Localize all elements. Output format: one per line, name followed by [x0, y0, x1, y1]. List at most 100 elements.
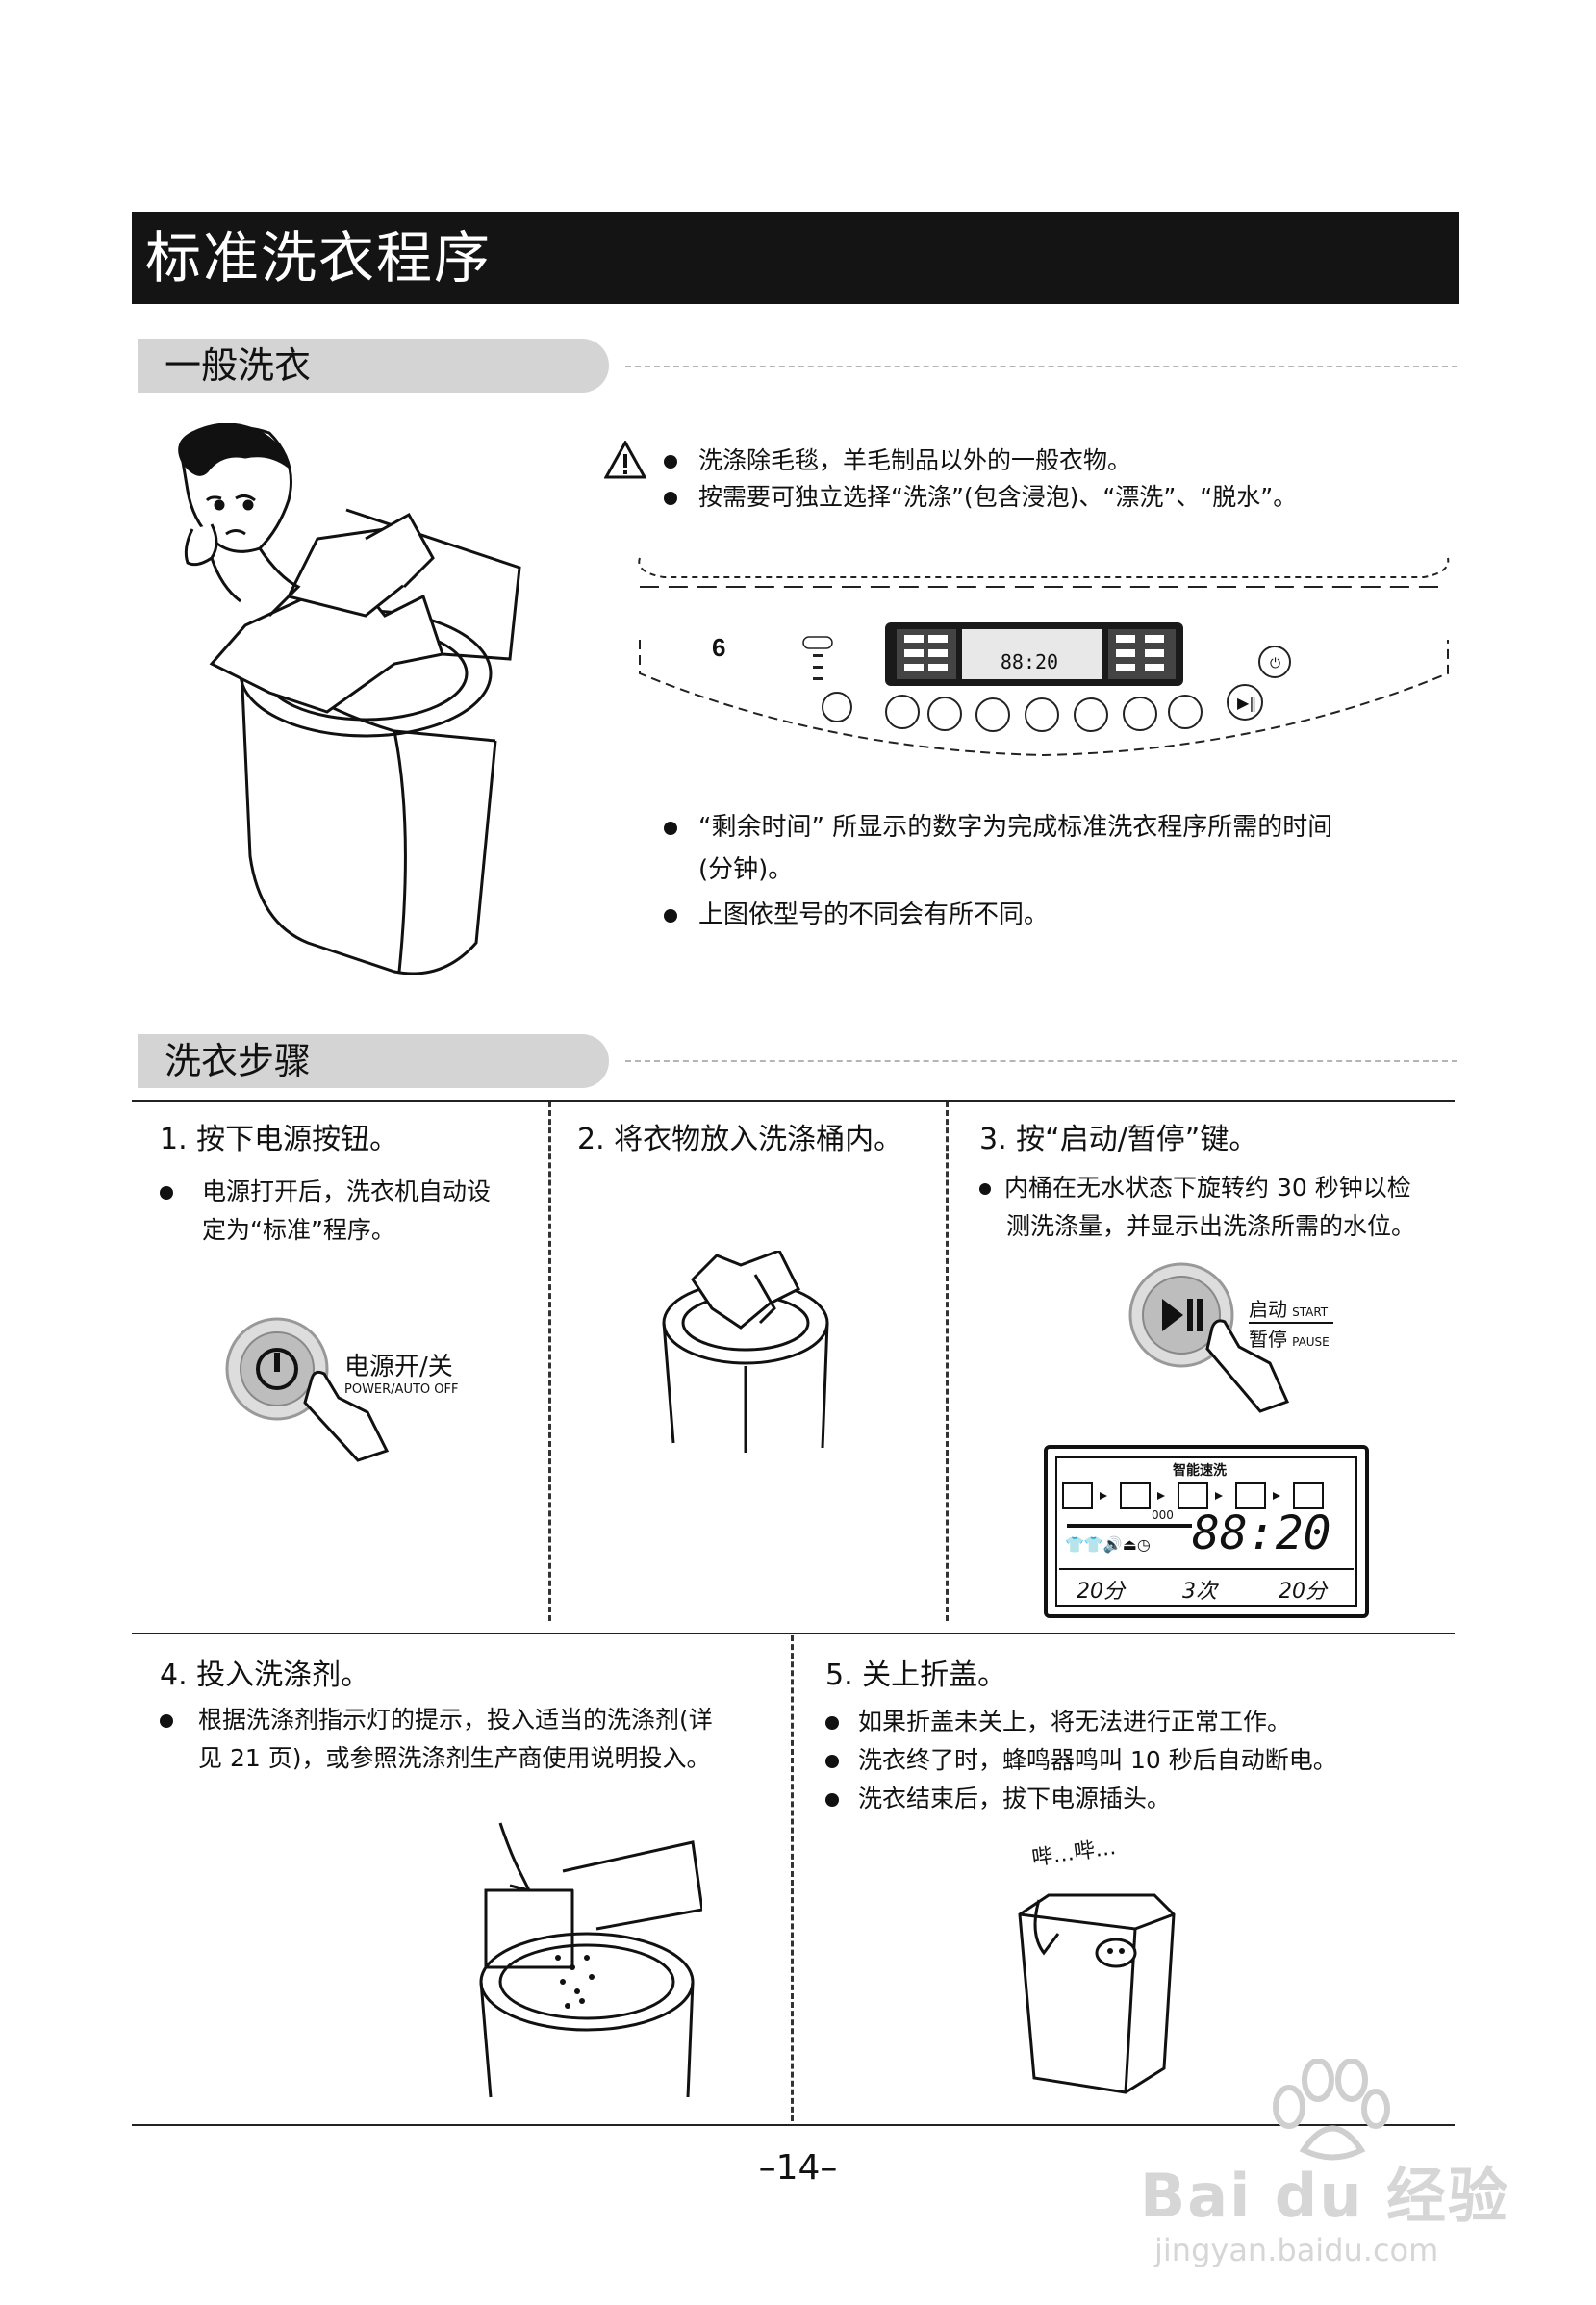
- grid-divider: [548, 1102, 551, 1621]
- section-divider: [625, 1060, 1457, 1062]
- start-pause-label: 启动 START 暂停 PAUSE: [1249, 1294, 1333, 1352]
- note-text: 根据洗涤剂指示灯的提示，投入适当的洗涤剂(详: [198, 1706, 713, 1734]
- note-line-cont: 见 21 页)，或参照洗涤剂生产商使用说明投入。: [198, 1744, 711, 1772]
- warning-icon: [604, 441, 646, 479]
- note-line: 上图依型号的不同会有所不同。: [664, 891, 1462, 939]
- clothes-in-tub-illustration: [662, 1251, 829, 1453]
- page-number: –14–: [758, 2148, 838, 2188]
- step-title: 3. 按“启动/暂停”键。: [979, 1123, 1258, 1156]
- watermark-url: jingyan.baidu.com: [1154, 2232, 1439, 2268]
- step-note: 如果折盖未关上，将无法进行正常工作。 洗衣终了时，蜂鸣器鸣叫 10 秒后自动断电…: [825, 1703, 1451, 1818]
- panel-start-icon: ▶‖: [1237, 694, 1256, 712]
- step-3: 3. 按“启动/暂停”键。 内桶在无水状态下旋转约 30 秒钟以检 测洗涤量，并…: [979, 1121, 1456, 1246]
- pause-label-en: PAUSE: [1292, 1335, 1330, 1349]
- start-label: 启动 START: [1249, 1294, 1333, 1322]
- grid-line-bottom: [132, 2124, 1455, 2126]
- note-line-cont: (分钟)。: [698, 855, 794, 884]
- note-line: 洗衣终了时，蜂鸣器鸣叫 10 秒后自动断电。: [825, 1741, 1451, 1780]
- note-text: 内桶在无水状态下旋转约 30 秒钟以检: [1004, 1174, 1411, 1202]
- note-line: 电源打开后，洗衣机自动设: [160, 1173, 535, 1211]
- paw-logo-icon: [1273, 2059, 1390, 2161]
- note-text: 洗衣终了时，蜂鸣器鸣叫 10 秒后自动断电。: [858, 1746, 1337, 1774]
- note-line: “剩余时间” 所显示的数字为完成标准洗衣程序所需的时间: [664, 806, 1462, 849]
- start-pause-divider: [1249, 1322, 1333, 1324]
- note-text: “剩余时间” 所显示的数字为完成标准洗衣程序所需的时间: [698, 813, 1333, 842]
- power-label: 电源开/关 POWER/AUTO OFF: [344, 1347, 458, 1397]
- step-4: 4. 投入洗涤剂。 根据洗涤剂指示灯的提示，投入适当的洗涤剂(详 见 21 页)…: [160, 1657, 785, 1778]
- start-label-cn: 启动: [1249, 1298, 1287, 1321]
- step-title: 4. 投入洗涤剂。: [160, 1659, 370, 1692]
- general-notes-top: 洗涤除毛毯，羊毛制品以外的一般衣物。 按需要可独立选择“洗涤”(包含浸泡)、“漂…: [664, 443, 1297, 516]
- step-title: 1. 按下电源按钮。: [160, 1123, 399, 1156]
- bullet-dot: [979, 1183, 991, 1195]
- lcd-time: 88:20: [1192, 1507, 1331, 1560]
- note-line-cont: 测洗涤量，并显示出洗涤所需的水位。: [1006, 1212, 1416, 1240]
- bullet-dot: [825, 1716, 839, 1730]
- panel-time-readout: 88:20: [1001, 650, 1058, 673]
- lcd-level-bar: [1067, 1524, 1192, 1528]
- brand-logo-icon: 6: [712, 633, 725, 662]
- bullet-dot: [825, 1755, 839, 1768]
- note-line-cont: 定为“标准”程序。: [202, 1216, 395, 1244]
- page-title: 标准洗衣程序: [145, 225, 493, 291]
- lcd-divider: [1059, 1568, 1354, 1570]
- beep-text: 哔…哔…: [1030, 1835, 1118, 1871]
- panel-power-icon: ⏻: [1270, 656, 1280, 671]
- bullet-dot: [160, 1714, 173, 1728]
- step-1: 1. 按下电源按钮。 电源打开后，洗衣机自动设 定为“标准”程序。: [160, 1121, 535, 1250]
- power-button-illustration: [225, 1317, 390, 1462]
- step-note: 内桶在无水状态下旋转约 30 秒钟以检 测洗涤量，并显示出洗涤所需的水位。: [979, 1169, 1456, 1246]
- step-5: 5. 关上折盖。 如果折盖未关上，将无法进行正常工作。 洗衣终了时，蜂鸣器鸣叫 …: [825, 1657, 1451, 1818]
- lcd-count: 000: [1152, 1508, 1174, 1522]
- note-line: 按需要可独立选择“洗涤”(包含浸泡)、“漂洗”、“脱水”。: [664, 479, 1297, 516]
- note-text: 如果折盖未关上，将无法进行正常工作。: [858, 1708, 1292, 1735]
- grid-divider: [791, 1635, 794, 2121]
- note-line: 洗涤除毛毯，羊毛制品以外的一般衣物。: [664, 443, 1297, 479]
- bullet-dot: [825, 1793, 839, 1807]
- lcd-cell: 3次: [1182, 1580, 1217, 1604]
- step-2: 2. 将衣物放入洗涤桶内。: [577, 1121, 933, 1159]
- power-label-en: POWER/AUTO OFF: [344, 1382, 459, 1397]
- bullet-dot: [160, 1186, 173, 1200]
- grid-line-middle: [132, 1633, 1455, 1634]
- title-bar: 标准洗衣程序: [132, 212, 1459, 304]
- lcd-display: 智能速洗 000 88:20 👕👕🔊⏏◷ 20分 3次 20分: [1044, 1445, 1369, 1618]
- grid-divider: [946, 1102, 949, 1621]
- closed-machine-illustration: [1018, 1893, 1176, 2094]
- note-line: 内桶在无水状态下旋转约 30 秒钟以检: [979, 1169, 1456, 1207]
- section-label-steps: 洗衣步骤: [138, 1034, 609, 1088]
- note-text: 洗衣结束后，拔下电源插头。: [858, 1785, 1172, 1812]
- note-text: 按需要可独立选择“洗涤”(包含浸泡)、“漂洗”、“脱水”。: [698, 483, 1298, 511]
- control-panel-illustration: 6 88:20 ▶‖ ⏻: [638, 557, 1450, 757]
- note-line: 如果折盖未关上，将无法进行正常工作。: [825, 1703, 1451, 1741]
- watermark-brand: Bai du 经验: [1140, 2161, 1510, 2231]
- pause-label-cn: 暂停: [1249, 1328, 1287, 1351]
- lcd-cell: 20分: [1077, 1580, 1125, 1604]
- section-header-steps: 洗衣步骤: [138, 1034, 609, 1088]
- step-note: 根据洗涤剂指示灯的提示，投入适当的洗涤剂(详 见 21 页)，或参照洗涤剂生产商…: [160, 1701, 785, 1778]
- bullet-dot: [664, 455, 677, 469]
- general-notes-bottom: “剩余时间” 所显示的数字为完成标准洗衣程序所需的时间 (分钟)。 上图依型号的…: [664, 806, 1462, 939]
- note-text: 上图依型号的不同会有所不同。: [698, 900, 1050, 929]
- power-label-cn: 电源开/关: [344, 1353, 453, 1381]
- start-label-en: START: [1292, 1305, 1329, 1319]
- add-detergent-illustration: [479, 1822, 702, 2098]
- section-label-general: 一般洗衣: [138, 339, 609, 393]
- note-text: 洗涤除毛毯，羊毛制品以外的一般衣物。: [698, 446, 1132, 474]
- lcd-cycle-icons: [1062, 1482, 1324, 1509]
- start-pause-button-illustration: [1128, 1262, 1290, 1413]
- step-title: 2. 将衣物放入洗涤桶内。: [577, 1123, 903, 1156]
- lcd-inner: [1055, 1456, 1357, 1607]
- pause-label: 暂停 PAUSE: [1249, 1324, 1333, 1352]
- note-text: 电源打开后，洗衣机自动设: [202, 1178, 492, 1205]
- lcd-status-icons: 👕👕🔊⏏◷: [1065, 1535, 1151, 1554]
- step-title: 5. 关上折盖。: [825, 1659, 1007, 1692]
- lcd-header: 智能速洗: [1173, 1463, 1227, 1479]
- bullet-dot: [664, 821, 677, 835]
- bullet-dot: [664, 492, 677, 505]
- watermark: Bai du 经验 jingyan.baidu.com: [1140, 2059, 1525, 2280]
- note-line: 洗衣结束后，拔下电源插头。: [825, 1780, 1451, 1818]
- woman-laundry-illustration: [178, 423, 521, 975]
- section-divider: [625, 366, 1457, 367]
- note-line: 根据洗涤剂指示灯的提示，投入适当的洗涤剂(详: [160, 1701, 785, 1739]
